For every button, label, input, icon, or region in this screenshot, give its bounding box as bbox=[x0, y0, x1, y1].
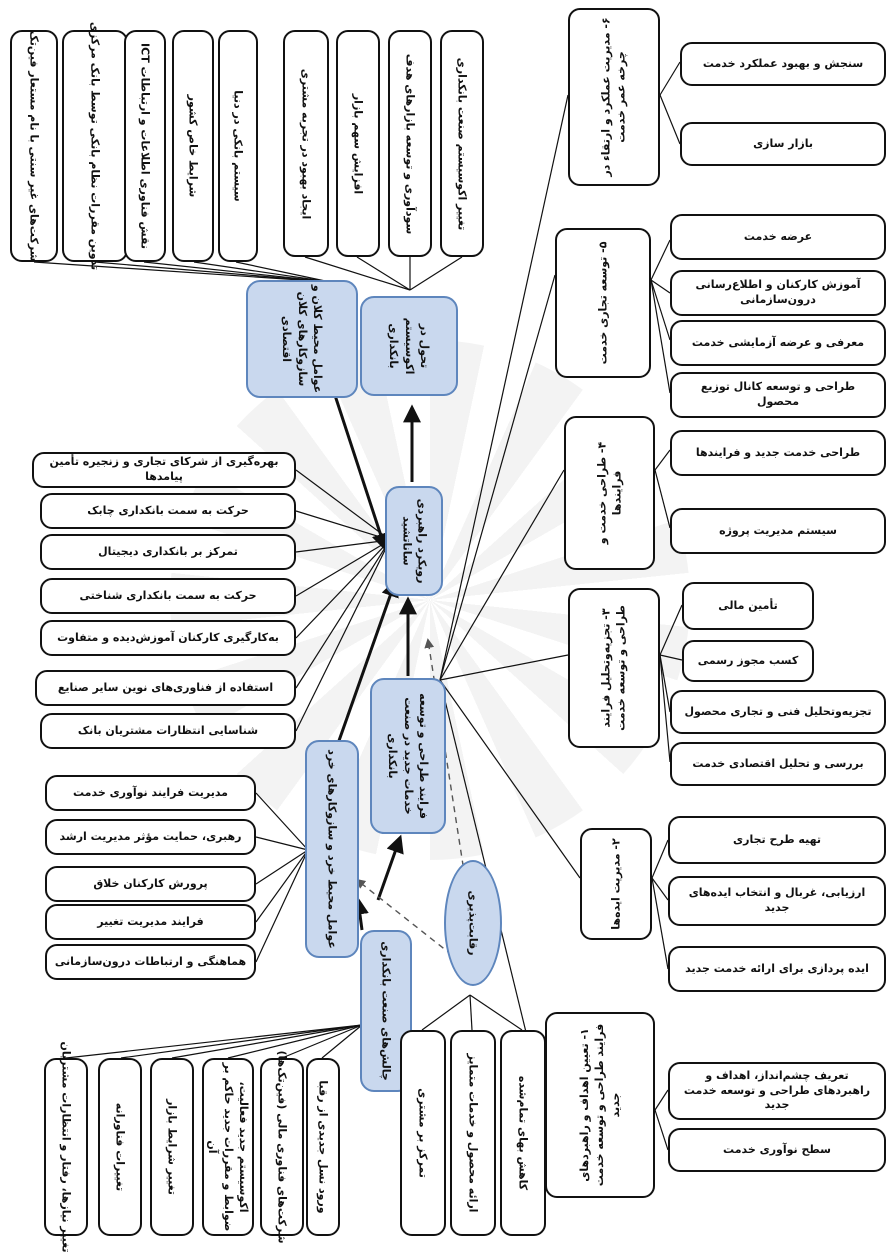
stage-5-item-3: طراحی و توسعه کانال توزیع محصول bbox=[670, 372, 886, 418]
micro-fan-lines bbox=[255, 792, 309, 963]
micro-item-1: رهبری، حمایت مؤثر مدیریت ارشد bbox=[45, 819, 256, 855]
competition-item-2: کاهش بهای تمام‌شده bbox=[500, 1030, 546, 1236]
ecosystem-item-2: سودآوری و توسعه بازارهای هدف bbox=[388, 30, 432, 257]
stage-3-item-2: تجزیه‌وتحلیل فنی و تجاری محصول bbox=[670, 690, 886, 734]
macro-environment-label: عوامل محیط کلان و سازوکارهای کلان اقتصاد… bbox=[280, 284, 325, 394]
macro-environment-box: عوامل محیط کلان و سازوکارهای کلان اقتصاد… bbox=[246, 280, 358, 398]
stage-1-item-1: سطح نوآوری خدمت bbox=[668, 1128, 886, 1172]
competition-fan-lines bbox=[421, 994, 523, 1031]
bank-service-process-box: فرایند طراحی و توسعه خدمات جدید در صنعت … bbox=[370, 678, 446, 834]
competitiveness-label: رقابت‌پذیری bbox=[466, 890, 480, 956]
approach-item-3: حرکت به سمت بانکداری شناختی bbox=[40, 578, 296, 614]
ecosystem-transformation-box: تحول در اکوسیستم بانکداری bbox=[360, 296, 458, 396]
challenge-item-0: تغییر نیازها، رفتار و انتظارات مشتریان bbox=[44, 1041, 88, 1253]
challenge-item-5: ورود نسل جدیدی از رقبا bbox=[306, 1058, 340, 1236]
competitiveness-ellipse: رقابت‌پذیری bbox=[444, 860, 502, 986]
arrow-challenges-to-process bbox=[376, 834, 404, 901]
macro-item-2: نقش فناوری اطلاعات و ارتباطات ICT bbox=[124, 30, 166, 262]
stage-3-item-1: کسب مجوز رسمی bbox=[682, 640, 814, 682]
ecosystem-item-1: افزایش سهم بازار bbox=[336, 30, 380, 257]
challenge-item-4: شرکت‌های فناوری مالی (فین‌تک‌ها) bbox=[260, 1050, 304, 1244]
stage-2-item-2: ایده پردازی برای ارائه خدمت جدید bbox=[668, 946, 886, 992]
challenge-item-1: تغییرات فناورانه bbox=[98, 1058, 142, 1236]
challenge-item-2: تغییر شرایط بازار bbox=[150, 1058, 194, 1236]
stage-4-item-1: سیستم مدیریت پروژه bbox=[670, 508, 886, 554]
approach-item-4: به‌کارگیری کارکنان آموزش‌دیده و متفاوت bbox=[40, 620, 296, 656]
banking-challenges-label: چالش‌های صنعت بانکداری bbox=[379, 941, 393, 1081]
bank-service-process-label: فرایند طراحی و توسعه خدمات جدید در صنعت … bbox=[386, 693, 431, 819]
stage-1-box: ۱- تعیین اهداف و راهبردهای فرایند طراحی … bbox=[545, 1012, 655, 1198]
macro-item-3: شرایط خاص کشور bbox=[172, 30, 214, 262]
arrow-macro-to-approach bbox=[328, 379, 390, 552]
stage-3-item-0: تأمین مالی bbox=[682, 582, 814, 630]
strategic-approach-label: رویکرد راهبردی ساناتشید bbox=[400, 498, 429, 584]
stage-2-item-0: تهیه طرح تجاری bbox=[668, 816, 886, 864]
ecosystem-fan-lines bbox=[304, 256, 463, 291]
ecosystem-item-3: تغییر اکوسیستم صنعت بانکداری bbox=[440, 30, 484, 257]
stage-3-item-3: بررسی و تحلیل اقتصادی خدمت bbox=[670, 742, 886, 786]
stage-item-lines bbox=[650, 61, 683, 1151]
stage-5-item-1: آموزش کارکنان و اطلاع‌رسانی درون‌سازمانی bbox=[670, 270, 886, 316]
macro-fan-lines bbox=[33, 261, 331, 283]
competition-item-1: ارائه محصول و خدمات متمایز bbox=[450, 1030, 496, 1236]
stage-6-item-1: بازار سازی bbox=[680, 122, 886, 166]
dashed-arrow-competition-to-micro bbox=[355, 878, 453, 956]
micro-environment-box: عوامل محیط خرد و سازوکارهای خرد bbox=[305, 740, 359, 958]
micro-item-0: مدیریت فرایند نوآوری خدمت bbox=[45, 775, 256, 811]
micro-item-2: پرورش کارکنان خلاق bbox=[45, 866, 256, 902]
arrow-micro-to-approach bbox=[333, 578, 399, 753]
micro-environment-label: عوامل محیط خرد و سازوکارهای خرد bbox=[325, 749, 339, 949]
stage-2-box: ۲- مدیریت ایده‌ها bbox=[580, 828, 652, 940]
strategic-approach-box: رویکرد راهبردی ساناتشید bbox=[385, 486, 443, 596]
macro-item-4: سیستم بانکی در دنیا bbox=[218, 30, 258, 262]
stage-4-item-0: طراحی خدمت جدید و فرایندها bbox=[670, 430, 886, 476]
approach-item-2: تمرکز بر بانکداری دیجیتال bbox=[40, 534, 296, 570]
approach-item-0: بهره‌گیری از شرکای تجاری و زنجیره تأمین … bbox=[32, 452, 296, 488]
micro-item-3: فرایند مدیریت تغییر bbox=[45, 904, 256, 940]
stage-6-item-0: سنجش و بهبود عملکرد خدمت bbox=[680, 42, 886, 86]
competition-item-0: تمرکز بر مشتری bbox=[400, 1030, 446, 1236]
challenge-item-3: اکوسیستم جدید فعالیت، ضوابط و مقررات جدی… bbox=[202, 1058, 254, 1236]
stage-4-box: ۴- طراحی خدمت و فرایندها bbox=[564, 416, 655, 570]
stage-2-item-1: ارزیابی، غربال و انتخاب ایده‌های جدید bbox=[668, 876, 886, 926]
stage-5-item-2: معرفی و عرضه آزمایشی خدمت bbox=[670, 320, 886, 366]
stage-3-box: ۳- تجزیه‌وتحلیل فرایند طراحی و توسعه خدم… bbox=[568, 588, 660, 748]
stage-5-box: ۵- توسعه تجاری خدمت bbox=[555, 228, 651, 378]
approach-item-6: شناسایی انتظارات مشتریان بانک bbox=[40, 713, 296, 749]
challenges-fan-lines bbox=[65, 1024, 363, 1059]
approach-item-5: استفاده از فناوری‌های نوین سایر صنایع bbox=[35, 670, 296, 706]
stage-6-box: ۶- مدیریت عملکرد و ارتقاء در چرخه عمر خد… bbox=[568, 8, 660, 186]
macro-item-0: شرکت‌های غیر سنتی با نام مستعار فین‌تک bbox=[10, 30, 58, 262]
ecosystem-item-0: ایجاد بهبود در تجربه مشتری bbox=[283, 30, 329, 257]
stage-5-item-0: عرضه خدمت bbox=[670, 214, 886, 260]
stage-1-item-0: تعریف چشم‌انداز، اهداف و راهبردهای طراحی… bbox=[668, 1062, 886, 1120]
ecosystem-transformation-label: تحول در اکوسیستم بانکداری bbox=[387, 317, 432, 375]
approach-item-1: حرکت به سمت بانکداری چابک bbox=[40, 493, 296, 529]
micro-item-4: هماهنگی و ارتباطات درون‌سازمانی bbox=[45, 944, 256, 980]
macro-item-1: تدوین مقررات نظام بانکی توسط بانک مرکزی bbox=[62, 22, 128, 270]
